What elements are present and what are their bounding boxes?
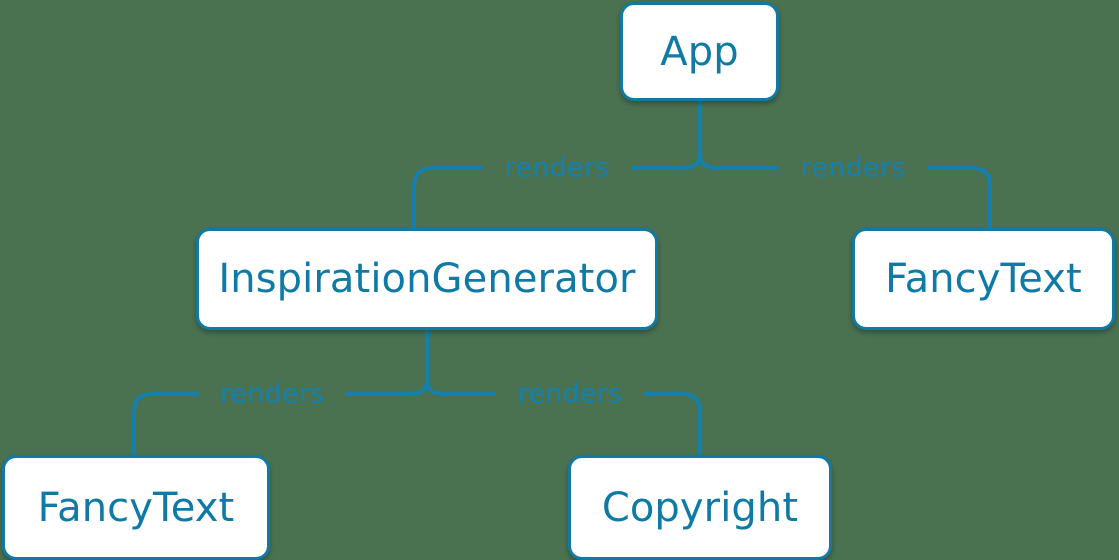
edge-app-to-inspirationgenerator-b	[412, 166, 483, 230]
node-inspiration-generator-label: InspirationGenerator	[218, 256, 636, 302]
node-fancytext-bottom-label: FancyText	[37, 484, 235, 531]
node-fancytext-right-label: FancyText	[885, 256, 1082, 302]
node-fancytext-right[interactable]: FancyText	[852, 228, 1115, 330]
node-inspiration-generator[interactable]: InspirationGenerator	[196, 228, 658, 330]
edge-label-app-to-inspiration-generator: renders	[504, 152, 610, 184]
edge-label-app-to-fancytext-right: renders	[800, 152, 906, 184]
edge-label-inspiration-generator-to-fancytext-bottom: renders	[219, 378, 325, 410]
edge-ig-to-copyright-a	[425, 378, 496, 396]
node-fancytext-bottom[interactable]: FancyText	[2, 455, 270, 560]
edge-label-inspiration-generator-to-copyright: renders	[517, 378, 623, 410]
node-app-label: App	[660, 28, 739, 75]
edge-ig-to-fancytext-a	[345, 378, 429, 396]
node-copyright-label: Copyright	[601, 484, 799, 531]
edge-ig-to-copyright-b	[644, 392, 702, 457]
edge-app-to-fancytext-a	[698, 152, 779, 170]
node-app[interactable]: App	[620, 2, 779, 101]
edge-ig-to-fancytext-b	[132, 392, 199, 457]
edge-app-to-fancytext-b	[927, 166, 992, 230]
node-copyright[interactable]: Copyright	[568, 455, 832, 560]
edge-app-to-inspirationgenerator-a	[631, 152, 702, 170]
